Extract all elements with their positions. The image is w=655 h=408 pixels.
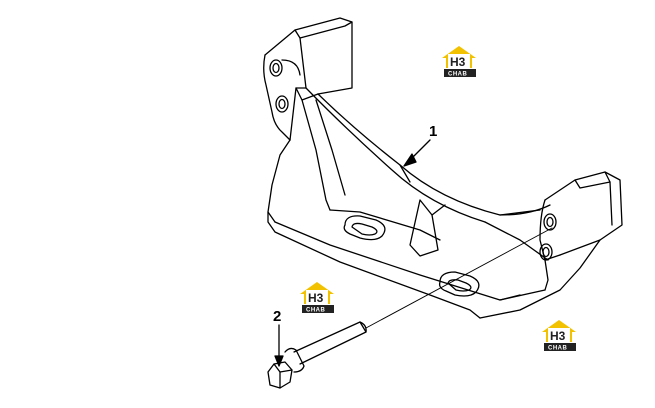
callout-label-2: 2 <box>273 308 281 325</box>
callout-label-1: 1 <box>429 123 437 140</box>
assembly-leader-line <box>365 227 553 329</box>
mount-hole <box>539 243 553 261</box>
callout-arrow-2 <box>274 324 284 367</box>
svg-text:CHAB: CHAB <box>448 72 467 78</box>
watermark-logo: H3 CHAB <box>442 46 476 78</box>
flange-bolt <box>267 321 367 389</box>
svg-text:CHAB: CHAB <box>548 346 567 352</box>
mount-hole <box>275 95 289 113</box>
mount-hole <box>543 213 557 231</box>
callout-arrow-1 <box>403 139 431 167</box>
svg-text:H3: H3 <box>308 291 324 305</box>
watermark-logo: H3 CHAB <box>300 282 334 314</box>
engine-mount-bracket <box>263 17 623 319</box>
svg-text:H3: H3 <box>450 55 466 69</box>
mount-hole <box>269 59 283 77</box>
watermark-logo: H3 CHAB <box>542 320 576 352</box>
svg-text:CHAB: CHAB <box>306 308 325 314</box>
svg-text:H3: H3 <box>550 329 566 343</box>
